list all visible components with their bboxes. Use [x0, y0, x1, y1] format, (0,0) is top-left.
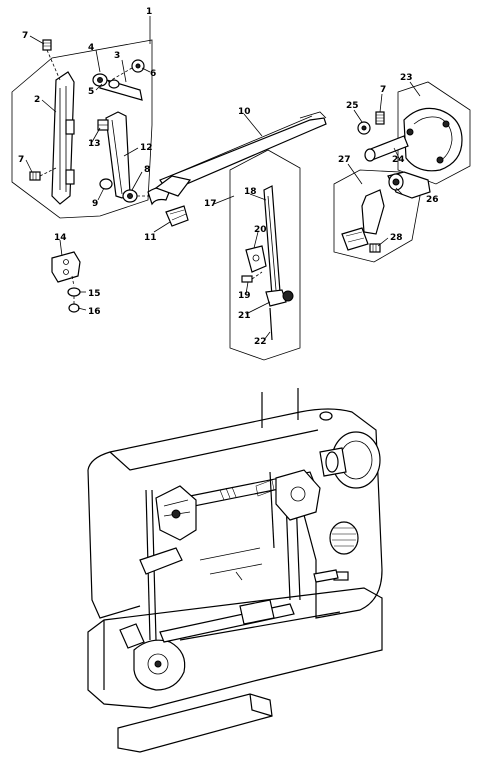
- callout-23: 23: [400, 73, 413, 83]
- group-17-assembly: [229, 149, 301, 361]
- group-27-assembly: [333, 169, 431, 263]
- part-10-long-rod: [154, 111, 327, 197]
- callout-6: 6: [150, 69, 156, 79]
- callout-1: 1: [146, 7, 152, 17]
- part-7-screw-left: [29, 171, 41, 181]
- part-13-set-screw: [97, 119, 109, 131]
- callout-14: 14: [54, 233, 67, 243]
- machine-arm: [87, 408, 383, 619]
- part-7-screw-right: [375, 111, 385, 125]
- callout-7b: 7: [18, 155, 24, 165]
- group-1-assembly: [11, 32, 153, 219]
- handwheel: [319, 431, 381, 489]
- callout-10: 10: [238, 107, 251, 117]
- machine-bed: [87, 587, 383, 709]
- part-9-bushing: [99, 178, 113, 190]
- group-23-assembly: [357, 81, 471, 185]
- leader-lines: [25, 16, 421, 341]
- callout-9: 9: [92, 199, 98, 209]
- callout-4: 4: [88, 43, 94, 53]
- part-11-knob: [165, 205, 189, 227]
- part-24-shaft: [364, 135, 409, 162]
- callout-20: 20: [254, 225, 267, 235]
- callout-15: 15: [88, 289, 101, 299]
- group-1-boundary: [11, 39, 153, 219]
- part-22-needle: [269, 307, 273, 341]
- cam-unit: [255, 469, 321, 521]
- callout-12: 12: [140, 143, 153, 153]
- callout-11: 11: [144, 233, 157, 243]
- needle-bar-mechanism: [139, 485, 197, 575]
- part-14-bracket: [51, 251, 81, 287]
- callout-17: 17: [204, 199, 217, 209]
- part-27-hook-driver: [361, 189, 385, 235]
- free-arm: [117, 693, 273, 753]
- part-16-screw: [68, 296, 80, 313]
- part-15-washer: [67, 287, 81, 297]
- part-4-washer: [108, 79, 120, 89]
- callout-3: 3: [114, 51, 120, 61]
- callout-26: 26: [426, 195, 439, 205]
- callout-7c: 7: [380, 85, 386, 95]
- group-23-boundary: [397, 81, 471, 185]
- callout-28: 28: [390, 233, 403, 243]
- callout-7a: 7: [22, 31, 28, 41]
- callout-22: 22: [254, 337, 267, 347]
- callout-18: 18: [244, 187, 257, 197]
- group-27-boundary: [333, 169, 421, 263]
- part-28-screw: [369, 243, 381, 253]
- callout-16: 16: [88, 307, 101, 317]
- group-17-boundary: [229, 149, 301, 361]
- callout-8: 8: [144, 165, 150, 175]
- callout-19: 19: [238, 291, 251, 301]
- part-20-needle-bar-connector: [245, 245, 267, 273]
- sewing-machine-body: [87, 388, 383, 753]
- part-19-screw: [241, 271, 263, 283]
- part-21-thread-guide: [265, 289, 294, 307]
- callout-13: 13: [88, 139, 101, 149]
- callout-5: 5: [88, 87, 94, 97]
- callout-24: 24: [392, 155, 405, 165]
- callout-27: 27: [338, 155, 351, 165]
- callout-25: 25: [346, 101, 359, 111]
- part-25-collar: [357, 121, 371, 135]
- callout-2: 2: [34, 95, 40, 105]
- part-26-crank: [387, 171, 431, 199]
- callout-21: 21: [238, 311, 251, 321]
- callout-labels: 1 2 3 4 5 6 7 7 7 8 9 10 11 12 13 14 15 …: [18, 7, 439, 347]
- part-23-shuttle-race: [403, 107, 463, 172]
- hook-mechanism: [119, 623, 186, 691]
- part-7-screw-top: [42, 39, 52, 51]
